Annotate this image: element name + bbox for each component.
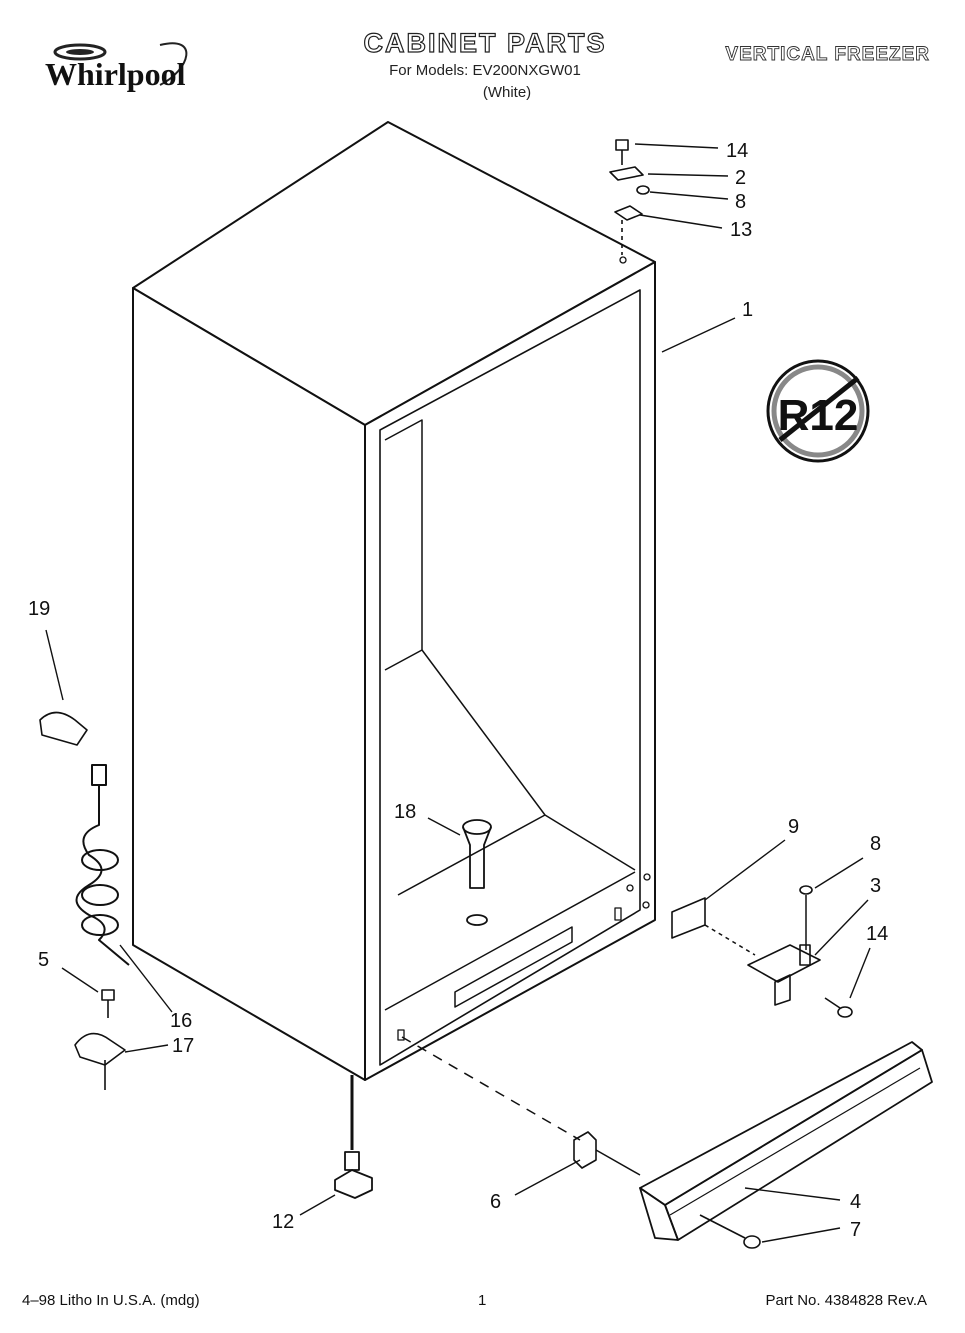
product-type: VERTICAL FREEZER	[725, 44, 930, 66]
callout-2: 2	[735, 167, 746, 189]
callout-7: 7	[850, 1219, 861, 1241]
callout-3: 3	[870, 875, 881, 897]
leader-lines	[45, 143, 871, 1243]
callout-12: 12	[272, 1211, 294, 1233]
whirlpool-logo: Whirlpool	[45, 42, 188, 92]
page-title: CABINET PARTS	[363, 27, 607, 58]
cabinet-body	[132, 121, 656, 1081]
callout-5: 5	[38, 949, 49, 971]
callout-6: 6	[490, 1191, 501, 1213]
bottom-hinge-3	[747, 944, 821, 1006]
callout-13: 13	[730, 219, 752, 241]
footer-page-number: 1	[478, 1292, 487, 1309]
callout-16: 16	[170, 1010, 192, 1032]
callout-14-top: 14	[726, 140, 748, 162]
screw-14	[824, 997, 853, 1018]
model-subtitle: For Models: EV200NXGW01	[389, 62, 581, 79]
callout-18: 18	[394, 801, 416, 823]
hinge-plate-9	[671, 897, 706, 939]
washer-8	[799, 885, 813, 895]
callout-1: 1	[742, 299, 753, 321]
clamp-17	[74, 1032, 126, 1090]
callout-14-bottom: 14	[866, 923, 888, 945]
drain-tube	[462, 819, 492, 926]
callout-4: 4	[850, 1191, 861, 1213]
screw-7	[699, 1214, 761, 1249]
footer-print-info: 4–98 Litho In U.S.A. (mdg)	[22, 1292, 200, 1309]
callout-19: 19	[28, 598, 50, 620]
callout-9: 9	[788, 816, 799, 838]
color-note: (White)	[482, 84, 532, 101]
callout-17: 17	[172, 1035, 194, 1057]
kick-grille	[639, 1041, 933, 1241]
grille-clip-6	[573, 1131, 597, 1169]
callout-8-bottom: 8	[870, 833, 881, 855]
top-hinge-parts	[609, 139, 650, 255]
callout-8-top: 8	[735, 191, 746, 213]
leveling-leg	[334, 1075, 373, 1199]
r12-badge-text: R12	[778, 391, 859, 440]
screw-5	[101, 989, 115, 1018]
footer-part-number: Part No. 4384828 Rev.A	[765, 1292, 927, 1309]
clamp-19	[39, 711, 88, 746]
brand-logotype: Whirlpool	[45, 56, 186, 92]
no-r12-icon	[766, 359, 870, 463]
power-cord	[75, 764, 130, 966]
